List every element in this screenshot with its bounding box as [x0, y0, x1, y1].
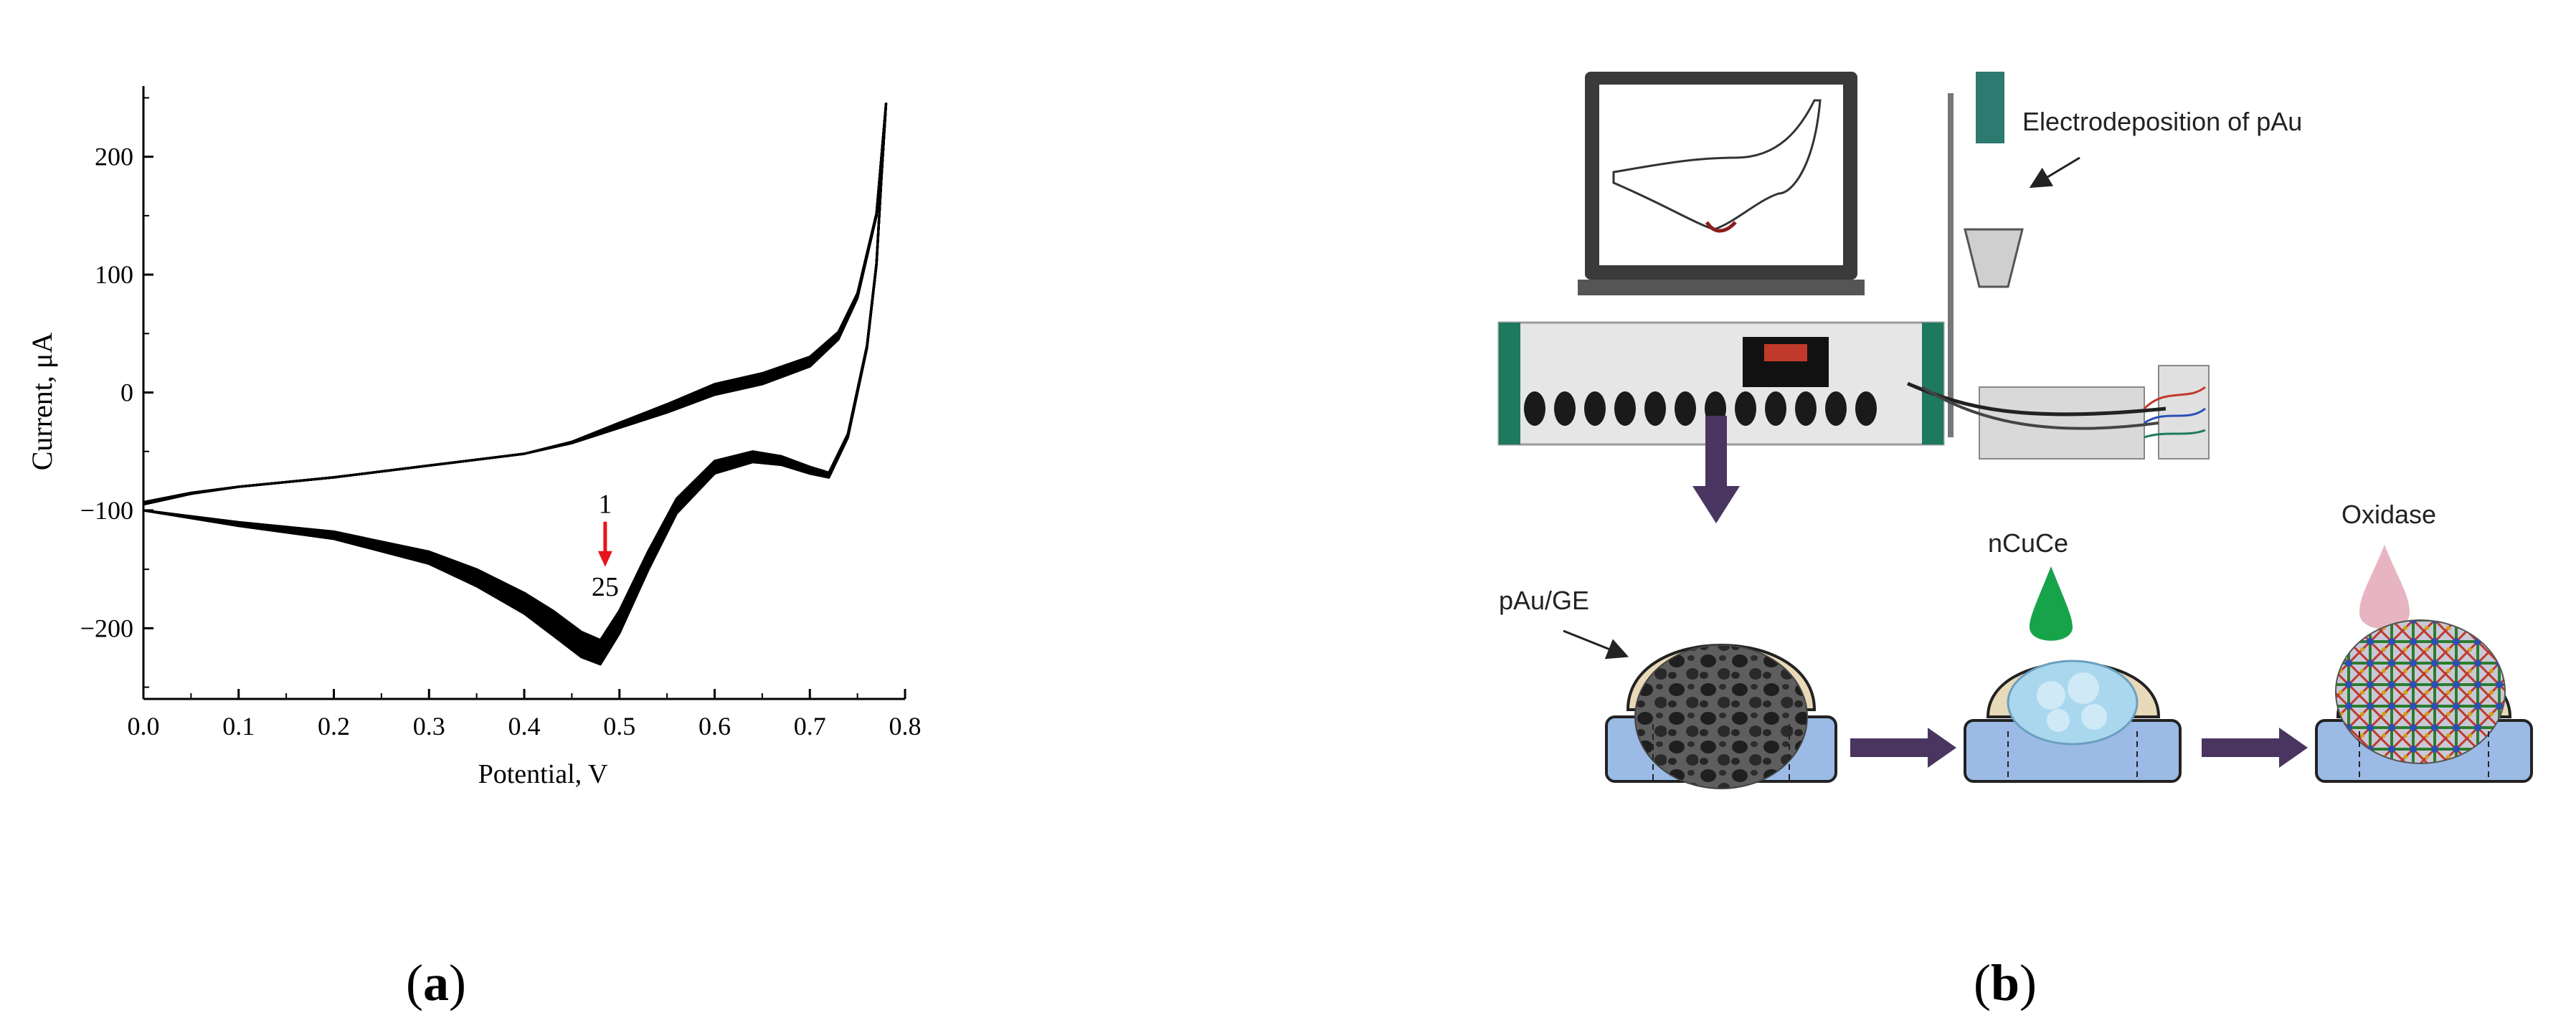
- panel-b-label: (b): [1974, 954, 2037, 1012]
- cv-cycle-line: [143, 103, 888, 663]
- panel-a-label: (a): [406, 954, 466, 1012]
- panel-a-letter: a: [422, 954, 449, 1012]
- oxidase-label: Oxidase: [2341, 500, 2436, 529]
- connector-jack-icon: [1765, 391, 1786, 426]
- cv-cycle-line: [143, 103, 888, 664]
- connector-jack-icon: [1795, 391, 1817, 426]
- x-tick-label: 0.1: [222, 712, 255, 741]
- connector-jack-icon: [1614, 391, 1636, 426]
- cv-cycle-line: [143, 103, 888, 662]
- y-tick-label: 100: [95, 260, 133, 289]
- green-drop-icon: [2030, 566, 2073, 641]
- x-tick-label: 0.5: [603, 712, 635, 741]
- x-tick-label: 0.7: [794, 712, 826, 741]
- pink-drop-icon: [2359, 545, 2410, 629]
- x-tick-label: 0.2: [318, 712, 350, 741]
- down-arrow-icon: [1692, 416, 1740, 523]
- cycle-arrow-head: [597, 551, 612, 567]
- schematic-diagram: Electrodeposition of pAu pAu/GE nCuCe: [1497, 72, 2533, 789]
- right-arrow-icon-2: [2202, 728, 2308, 768]
- cv-cycle-line: [143, 103, 888, 651]
- electrochemical-cell-icon: [1906, 72, 2210, 460]
- cv-cycle-line: [143, 103, 888, 665]
- electrode-step-nCuCe: nCuCe: [1964, 528, 2182, 783]
- y-tick-label: −200: [80, 614, 133, 642]
- x-tick-label: 0.0: [128, 712, 160, 741]
- chart-axes: 0.0 0.1 0.2 0.3 0.4 0.5 0.6 0.7 0.8 −200 −100 0 100 2…: [80, 86, 922, 741]
- caption-pointer-arrow: [2029, 156, 2080, 189]
- laptop-icon: [1578, 72, 1865, 295]
- chart-series: [143, 103, 888, 666]
- x-axis-label: Potential, V: [478, 759, 608, 789]
- chart-annotations: 1 25: [592, 490, 619, 602]
- right-arrow-icon: [1850, 728, 1956, 768]
- cv-cycle-line: [143, 103, 888, 666]
- cv-cycle-line: [143, 103, 888, 661]
- x-tick-label: 0.3: [413, 712, 445, 741]
- electrode-step-oxidase: Oxidase: [2315, 500, 2533, 783]
- connector-jack-icon: [1855, 391, 1877, 426]
- x-tick-label: 0.8: [889, 712, 922, 741]
- electrodeposition-caption: Electrodeposition of pAu: [2022, 107, 2302, 136]
- y-tick-label: 200: [95, 143, 133, 171]
- connector-jack-icon: [1675, 391, 1696, 426]
- connector-jack-icon: [1554, 391, 1576, 426]
- cv-chart: 0.0 0.1 0.2 0.3 0.4 0.5 0.6 0.7 0.8 −200 −100 0 100 2…: [26, 86, 922, 789]
- x-tick-label: 0.6: [699, 712, 731, 741]
- connector-jack-icon: [1825, 391, 1847, 426]
- pAu-GE-label: pAu/GE: [1499, 586, 1589, 615]
- nCuCe-label: nCuCe: [1988, 528, 2068, 558]
- panel-b-letter: b: [1990, 954, 2020, 1012]
- x-tick-label: 0.4: [508, 712, 541, 741]
- connector-jack-icon: [1584, 391, 1606, 426]
- y-tick-label: 0: [120, 379, 133, 407]
- y-axis-label: Current, μA: [26, 333, 58, 471]
- y-tick-label: −100: [80, 496, 133, 525]
- connector-jack-icon: [1735, 391, 1756, 426]
- cv-cycle-line: [143, 103, 888, 660]
- cycle-1-label: 1: [598, 490, 612, 520]
- electrode-step-pAu: pAu/GE: [1499, 586, 1837, 789]
- connector-jack-icon: [1644, 391, 1666, 426]
- cycle-25-label: 25: [592, 572, 619, 602]
- connector-jack-icon: [1524, 391, 1545, 426]
